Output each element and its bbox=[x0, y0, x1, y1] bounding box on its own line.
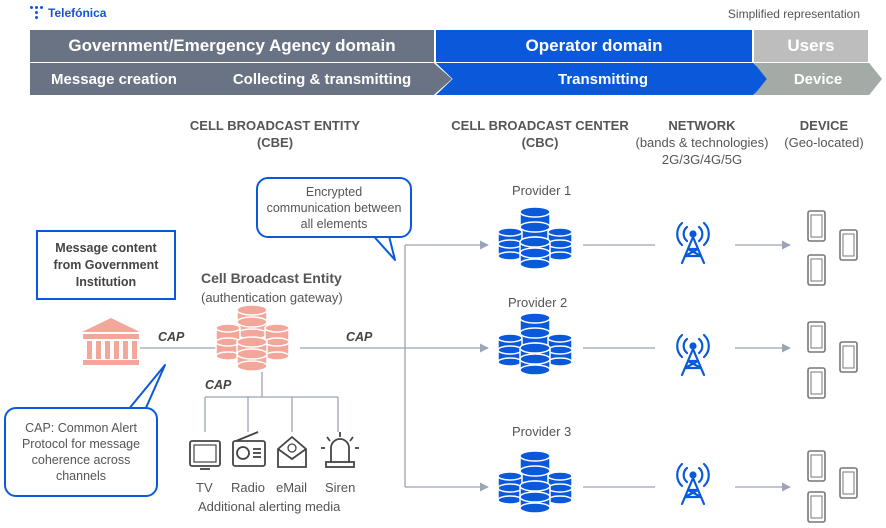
network-header: NETWORK (bands & technologies) 2G/3G/4G/… bbox=[622, 117, 782, 168]
telefonica-logo-icon bbox=[30, 6, 44, 20]
stage-transmitting: Transmitting bbox=[436, 63, 770, 95]
cbc-header: CELL BROADCAST CENTER (CBC) bbox=[440, 117, 640, 151]
device-header: DEVICE (Geo-located) bbox=[776, 117, 872, 151]
encrypted-callout: Encrypted communication between all elem… bbox=[256, 177, 412, 238]
gov-domain-label: Government/Emergency Agency domain bbox=[68, 36, 396, 55]
government-building-icon bbox=[82, 318, 140, 365]
cbe-header-abbr: (CBE) bbox=[256, 135, 294, 150]
siren-icon bbox=[321, 432, 359, 468]
users-domain-label: Users bbox=[787, 36, 835, 55]
cap-label-right: CAP bbox=[346, 330, 373, 344]
gov-domain-bar: Government/Emergency Agency domain bbox=[30, 30, 434, 62]
encrypted-callout-text: Encrypted communication between all elem… bbox=[266, 184, 402, 231]
cap-definition-callout: CAP: Common Alert Protocol for message c… bbox=[4, 407, 158, 497]
stage-transmitting-label: Transmitting bbox=[557, 70, 648, 88]
cbc-server-2-icon bbox=[497, 312, 573, 376]
radio-label: Radio bbox=[231, 480, 265, 495]
cbe-title: Cell Broadcast Entity bbox=[201, 270, 342, 286]
radio-icon bbox=[232, 431, 266, 467]
stage-message-creation: Message creation bbox=[30, 63, 210, 95]
tv-label: TV bbox=[196, 480, 213, 495]
stage-message-creation-label: Message creation bbox=[51, 70, 177, 88]
cbc-server-3-icon bbox=[497, 450, 573, 514]
antenna-tower-2-icon bbox=[676, 333, 710, 377]
message-content-text: Message content from Government Institut… bbox=[53, 240, 159, 289]
network-header-bands: (bands & technologies) bbox=[635, 135, 769, 150]
cbe-header-title: CELL BROADCAST ENTITY bbox=[189, 118, 361, 133]
cap-label-left: CAP bbox=[158, 330, 185, 344]
provider-1-label: Provider 1 bbox=[512, 183, 572, 198]
cbe-subtitle: (authentication gateway) bbox=[201, 290, 343, 305]
antenna-tower-3-icon bbox=[676, 462, 710, 506]
email-label: eMail bbox=[276, 480, 308, 495]
cbe-header: CELL BROADCAST ENTITY (CBE) bbox=[170, 117, 380, 151]
cap-label-lower: CAP bbox=[205, 378, 232, 392]
siren-label: Siren bbox=[325, 480, 356, 495]
users-domain-bar: Users bbox=[754, 30, 868, 62]
device-group-3-icon bbox=[807, 450, 858, 523]
device-group-1-icon bbox=[807, 210, 858, 286]
antenna-tower-1-icon bbox=[676, 221, 710, 265]
operator-domain-bar: Operator domain bbox=[436, 30, 752, 62]
stage-device: Device bbox=[754, 63, 882, 95]
operator-domain-label: Operator domain bbox=[525, 36, 663, 55]
stage-device-label: Device bbox=[793, 70, 843, 88]
email-icon bbox=[277, 435, 307, 468]
cbc-header-abbr: (CBC) bbox=[521, 135, 559, 150]
simplified-note: Simplified representation bbox=[727, 7, 860, 21]
telefonica-logo: Telefónica bbox=[30, 6, 106, 20]
cbc-header-title: CELL BROADCAST CENTER bbox=[451, 118, 629, 133]
message-content-box: Message content from Government Institut… bbox=[36, 230, 176, 300]
cap-definition-text: CAP: Common Alert Protocol for message c… bbox=[21, 421, 141, 483]
cbc-server-1-icon bbox=[497, 206, 573, 270]
device-group-2-icon bbox=[807, 321, 858, 399]
tv-icon bbox=[189, 440, 221, 470]
media-caption: Additional alerting media bbox=[198, 499, 341, 514]
stage-collecting: Collecting & transmitting bbox=[192, 63, 452, 95]
device-header-title: DEVICE bbox=[799, 118, 849, 133]
logo-text: Telefónica bbox=[48, 6, 107, 20]
device-header-sub: (Geo-located) bbox=[784, 135, 864, 150]
stage-collecting-label: Collecting & transmitting bbox=[232, 70, 412, 88]
network-header-tech: 2G/3G/4G/5G bbox=[661, 152, 743, 167]
provider-2-label: Provider 2 bbox=[508, 295, 568, 310]
network-header-title: NETWORK bbox=[668, 118, 736, 133]
cbe-server-icon bbox=[215, 304, 290, 372]
provider-3-label: Provider 3 bbox=[512, 424, 572, 439]
